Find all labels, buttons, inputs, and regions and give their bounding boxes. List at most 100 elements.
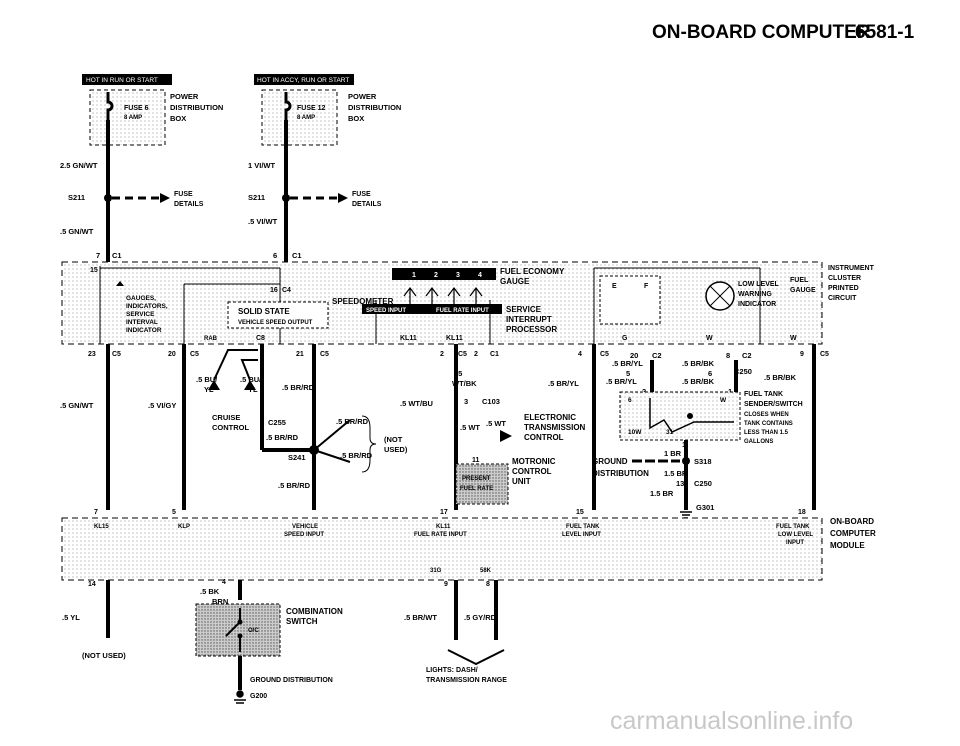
fuel-tank-wires xyxy=(650,360,738,510)
pin-label: KL11 xyxy=(446,335,463,342)
obc-pin-58k: 58K xyxy=(480,568,492,574)
obc-speed-input-label: SPEED INPUT xyxy=(284,532,324,538)
speedometer-label: SPEEDOMETER xyxy=(332,297,394,306)
oc-label: O/C xyxy=(248,628,259,634)
fuse-details-arrow-right xyxy=(338,193,348,203)
cruise-wires xyxy=(213,349,351,463)
connector-label: C255 xyxy=(268,418,286,427)
obc-module-label: MODULE xyxy=(830,541,865,550)
pin-label: 5 xyxy=(626,369,630,378)
pdb-right-power: POWER xyxy=(348,92,377,101)
svg-text:INTERVAL: INTERVAL xyxy=(126,319,158,326)
fuse-details-arrow-left xyxy=(160,193,170,203)
circuit-label: CIRCUIT xyxy=(828,295,857,302)
fuel-tank-note: TANK CONTAINS xyxy=(744,421,793,427)
hot-label-right-bg xyxy=(254,74,354,85)
pin-label: 4 xyxy=(478,272,482,279)
fuel-tank-note: LESS THAN 1.5 xyxy=(744,430,789,436)
svg-text:GAUGES,: GAUGES, xyxy=(126,295,156,302)
vehicle-speed-output-label: VEHICLE SPEED OUTPUT xyxy=(238,320,313,326)
pin-label: 5 xyxy=(172,509,176,516)
switch-contact xyxy=(237,633,243,639)
pin-label: W xyxy=(706,335,713,342)
control-label: CONTROL xyxy=(512,467,552,476)
pin-label: 10W xyxy=(628,429,642,436)
pin-label: 9 xyxy=(444,581,448,588)
fuel-sender-symbol xyxy=(649,398,734,433)
pin-label: 9 xyxy=(800,351,804,358)
fuel-gauge-f: F xyxy=(644,283,649,290)
processor-label: PROCESSOR xyxy=(506,325,557,334)
low-level-label: LOW LEVEL xyxy=(738,281,780,288)
power-distribution-box-right: FUSE 12 8 AMP POWER DISTRIBUTION BOX xyxy=(261,89,401,146)
pin-label: 1 xyxy=(412,272,416,279)
brace-icon xyxy=(361,415,377,473)
switch-contact xyxy=(237,619,243,625)
pin-label: 4 xyxy=(222,579,226,586)
solid-state-label: SOLID STATE xyxy=(238,307,290,316)
pin-label: 23 xyxy=(88,351,96,358)
cluster-label: CLUSTER xyxy=(828,275,861,282)
sender-contact xyxy=(687,413,693,419)
obc-kl11-label: KL11 xyxy=(436,524,451,530)
page-number: 6581-1 xyxy=(855,22,915,43)
wire-label: .5 GY/RD xyxy=(464,613,497,622)
fuse-details-label: FUSE xyxy=(352,191,371,198)
pin-label: 20 xyxy=(630,351,638,360)
connector-label: G200 xyxy=(250,693,267,700)
connector-label: C250 xyxy=(734,367,752,376)
hot-label-right: HOT IN ACCY, RUN OR START xyxy=(257,77,349,84)
connector-label: G301 xyxy=(696,503,714,512)
on-board-computer-box xyxy=(61,517,823,581)
fuel-tank-note: CLOSES WHEN xyxy=(744,412,789,418)
wire-label: .5 BR/BK xyxy=(764,373,797,382)
unit-label: UNIT xyxy=(512,477,531,486)
pin-label: 8 xyxy=(486,581,490,588)
connector-label: C2 xyxy=(652,351,662,360)
pin-label: 6 xyxy=(273,251,277,260)
fuel-gauge-e: E xyxy=(612,283,617,290)
obc-fuel-rate-label: FUEL RATE INPUT xyxy=(414,532,467,538)
pin-label: 14 xyxy=(88,581,96,588)
cruise-control-label: CRUISE xyxy=(212,413,240,422)
diode-symbols xyxy=(403,287,483,304)
not-used-label: USED) xyxy=(384,445,408,454)
wire-label: .5 xyxy=(456,369,462,378)
wire-label: .5 BU/ xyxy=(240,375,262,384)
transmission-range-label: TRANSMISSION RANGE xyxy=(426,677,507,684)
pdb-right-distribution: DISTRIBUTION xyxy=(348,103,401,112)
obc-vehicle-label: VEHICLE xyxy=(292,524,318,530)
pin-label: 16 xyxy=(270,287,278,294)
pin-label: KL11 xyxy=(400,335,417,342)
wire-label: 1 BR xyxy=(664,449,682,458)
instrument-label: INSTRUMENT xyxy=(828,265,875,272)
wire-label: .5 BR/BK xyxy=(682,377,715,386)
pin-label: 15 xyxy=(90,267,98,274)
pdb-left-distribution: DISTRIBUTION xyxy=(170,103,223,112)
pin-label: 2 xyxy=(642,387,646,396)
connector-label: C1 xyxy=(112,251,122,260)
present-label: PRESENT xyxy=(462,476,491,482)
fuse-details-label: DETAILS xyxy=(352,201,382,208)
combination-switch-box xyxy=(195,603,281,657)
fuse-details-label: DETAILS xyxy=(174,201,204,208)
wire-label: .5 BU/ xyxy=(196,375,218,384)
connector-label: C5 xyxy=(820,351,829,358)
pin-label: 15 xyxy=(576,509,584,516)
wire-label: 1 VI/WT xyxy=(248,161,276,170)
wire-label: YL xyxy=(248,385,258,394)
svg-text:INDICATORS,: INDICATORS, xyxy=(126,303,168,310)
obc-level-input-label: LEVEL INPUT xyxy=(562,532,601,538)
pin-label: G xyxy=(622,335,628,342)
wire-label: .5 BK xyxy=(200,587,220,596)
connector-label: C5 xyxy=(458,351,467,358)
wire-label: .5 BR/YL xyxy=(606,377,637,386)
transmission-arrow-icon xyxy=(500,430,512,442)
lamp-filament xyxy=(709,285,731,307)
pin-label: 18 xyxy=(798,509,806,516)
pin-label: 6 xyxy=(708,369,712,378)
obc-module-label: ON-BOARD xyxy=(830,517,874,526)
bottom-wires xyxy=(106,580,498,690)
connector-label: C2 xyxy=(742,351,752,360)
